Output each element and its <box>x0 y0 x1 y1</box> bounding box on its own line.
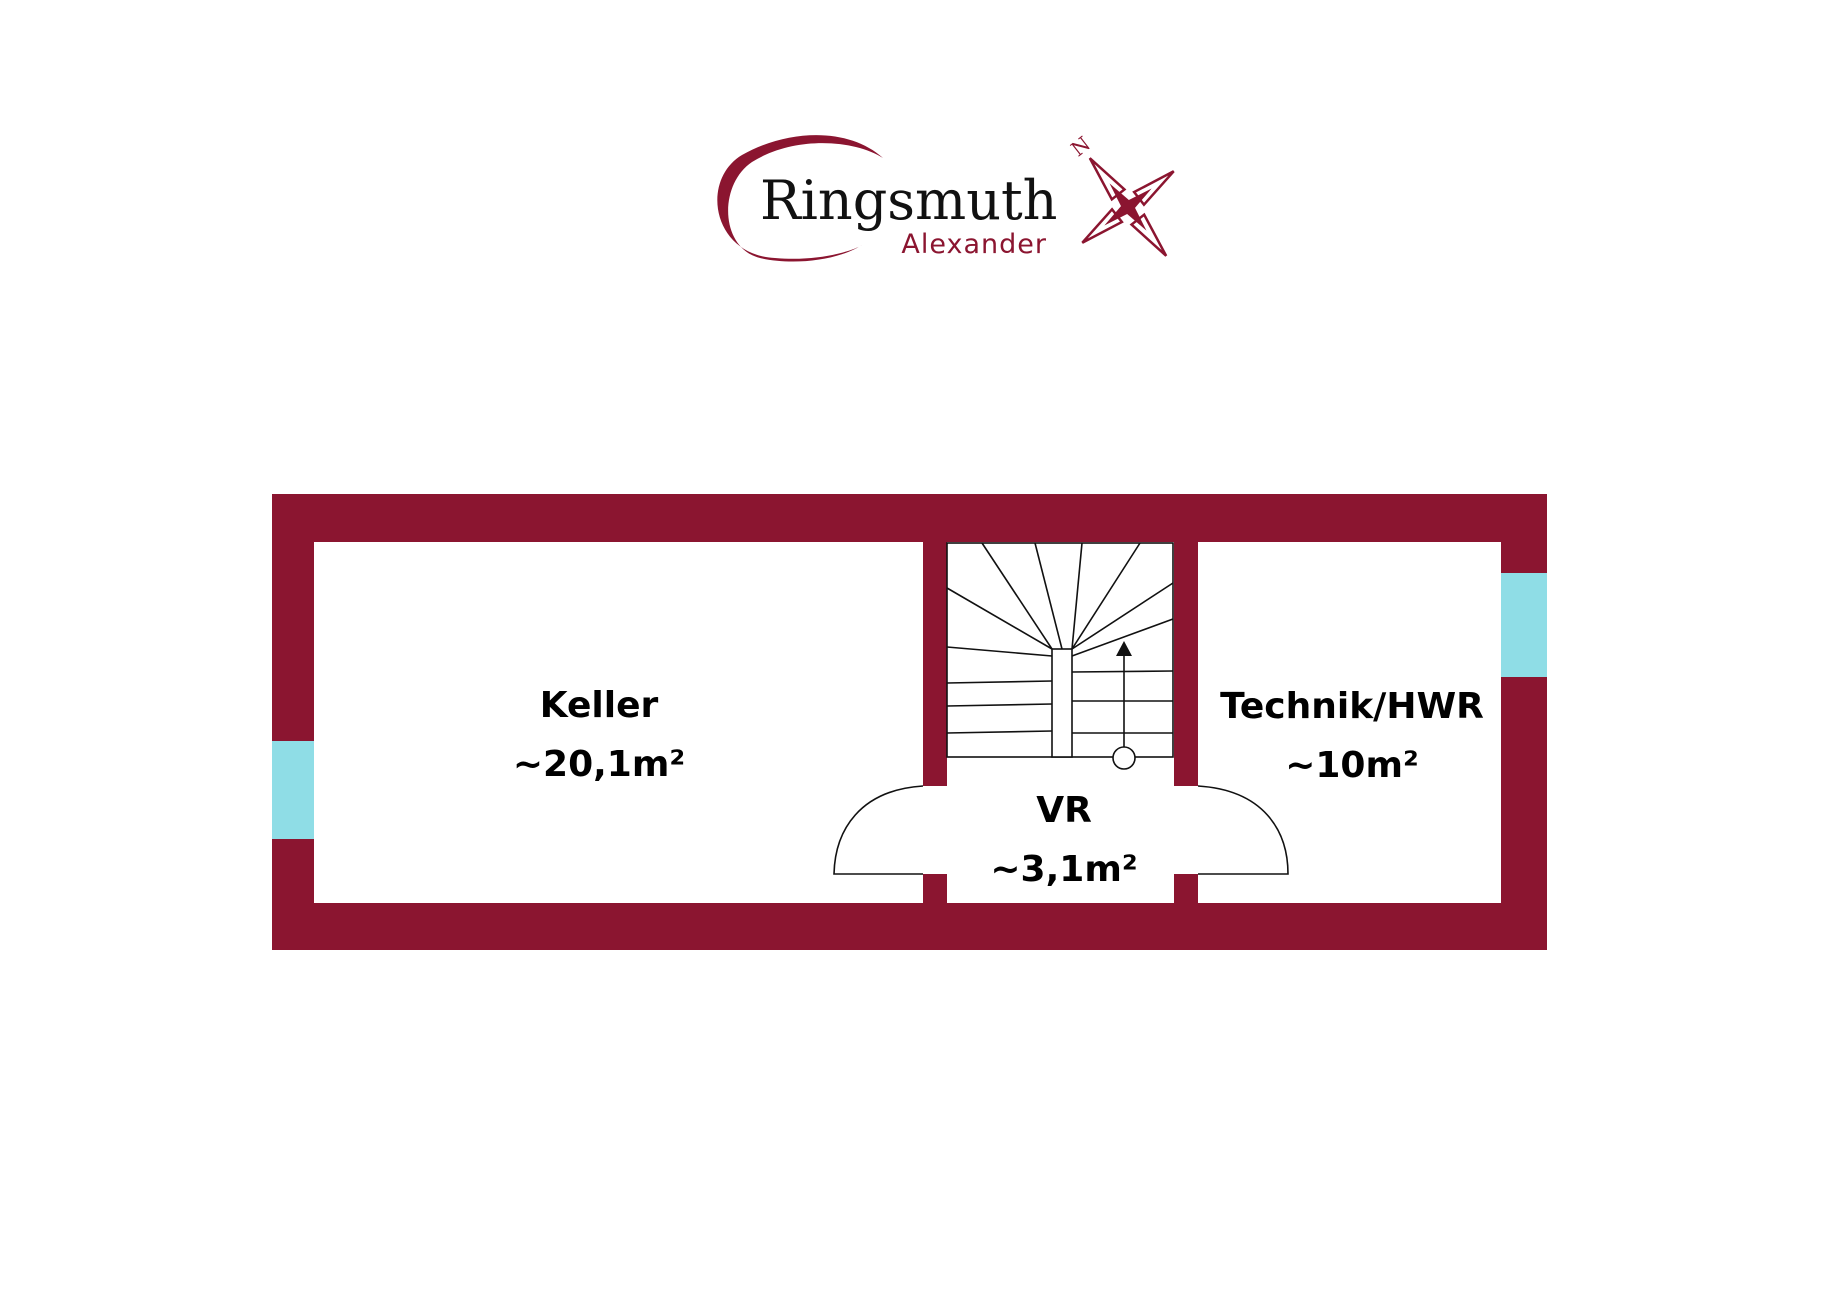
room-technik: Technik/HWR ~10m² <box>1220 686 1484 786</box>
stair-tread <box>946 730 1053 734</box>
logo-subname: Alexander <box>901 229 1047 260</box>
wall-inner-left-upper <box>923 540 947 786</box>
stair-arrow-head <box>1116 641 1132 656</box>
window-left <box>272 741 314 839</box>
door-swing-right <box>1197 785 1289 875</box>
room-vr-area: ~3,1m² <box>990 849 1137 890</box>
room-keller-area: ~20,1m² <box>513 744 685 785</box>
stair-tread <box>946 587 1053 650</box>
room-vr: VR ~3,1m² <box>990 790 1137 890</box>
room-keller-name: Keller <box>540 685 659 726</box>
stair-newel <box>1051 648 1073 758</box>
stair-tread <box>1034 542 1063 650</box>
room-technik-name: Technik/HWR <box>1220 686 1484 727</box>
stair-tread <box>1071 618 1174 657</box>
company-logo: Ringsmuth Alexander <box>717 135 1057 262</box>
stair-tread <box>1071 582 1174 650</box>
wall-inner-right-lower <box>1174 874 1198 906</box>
compass-north-label: N <box>1066 131 1095 161</box>
stair-tread <box>1071 542 1083 650</box>
wall-right <box>1501 494 1547 950</box>
stair-tread <box>946 680 1053 684</box>
room-keller: Keller ~20,1m² <box>513 685 685 785</box>
wall-bottom <box>272 903 1547 950</box>
room-technik-area: ~10m² <box>1285 745 1419 786</box>
logo-swoosh <box>717 135 883 262</box>
stair-tread <box>946 703 1053 707</box>
wall-left <box>272 494 314 950</box>
room-vr-name: VR <box>1036 790 1092 831</box>
wall-inner-left-lower <box>923 874 947 906</box>
wall-top <box>272 494 1547 542</box>
stair-tread <box>946 646 1053 657</box>
stair-tread <box>981 542 1053 650</box>
wall-inner-right-upper <box>1174 540 1198 786</box>
door-swing-left <box>833 785 924 875</box>
stair-tread <box>1071 670 1174 673</box>
walls <box>272 494 1547 950</box>
staircase <box>946 542 1174 770</box>
stair-arrow-start <box>1112 746 1136 770</box>
window-right <box>1501 573 1547 677</box>
stair-tread <box>1071 542 1141 650</box>
logo-name: Ringsmuth <box>760 169 1057 232</box>
compass-star <box>1104 183 1152 231</box>
